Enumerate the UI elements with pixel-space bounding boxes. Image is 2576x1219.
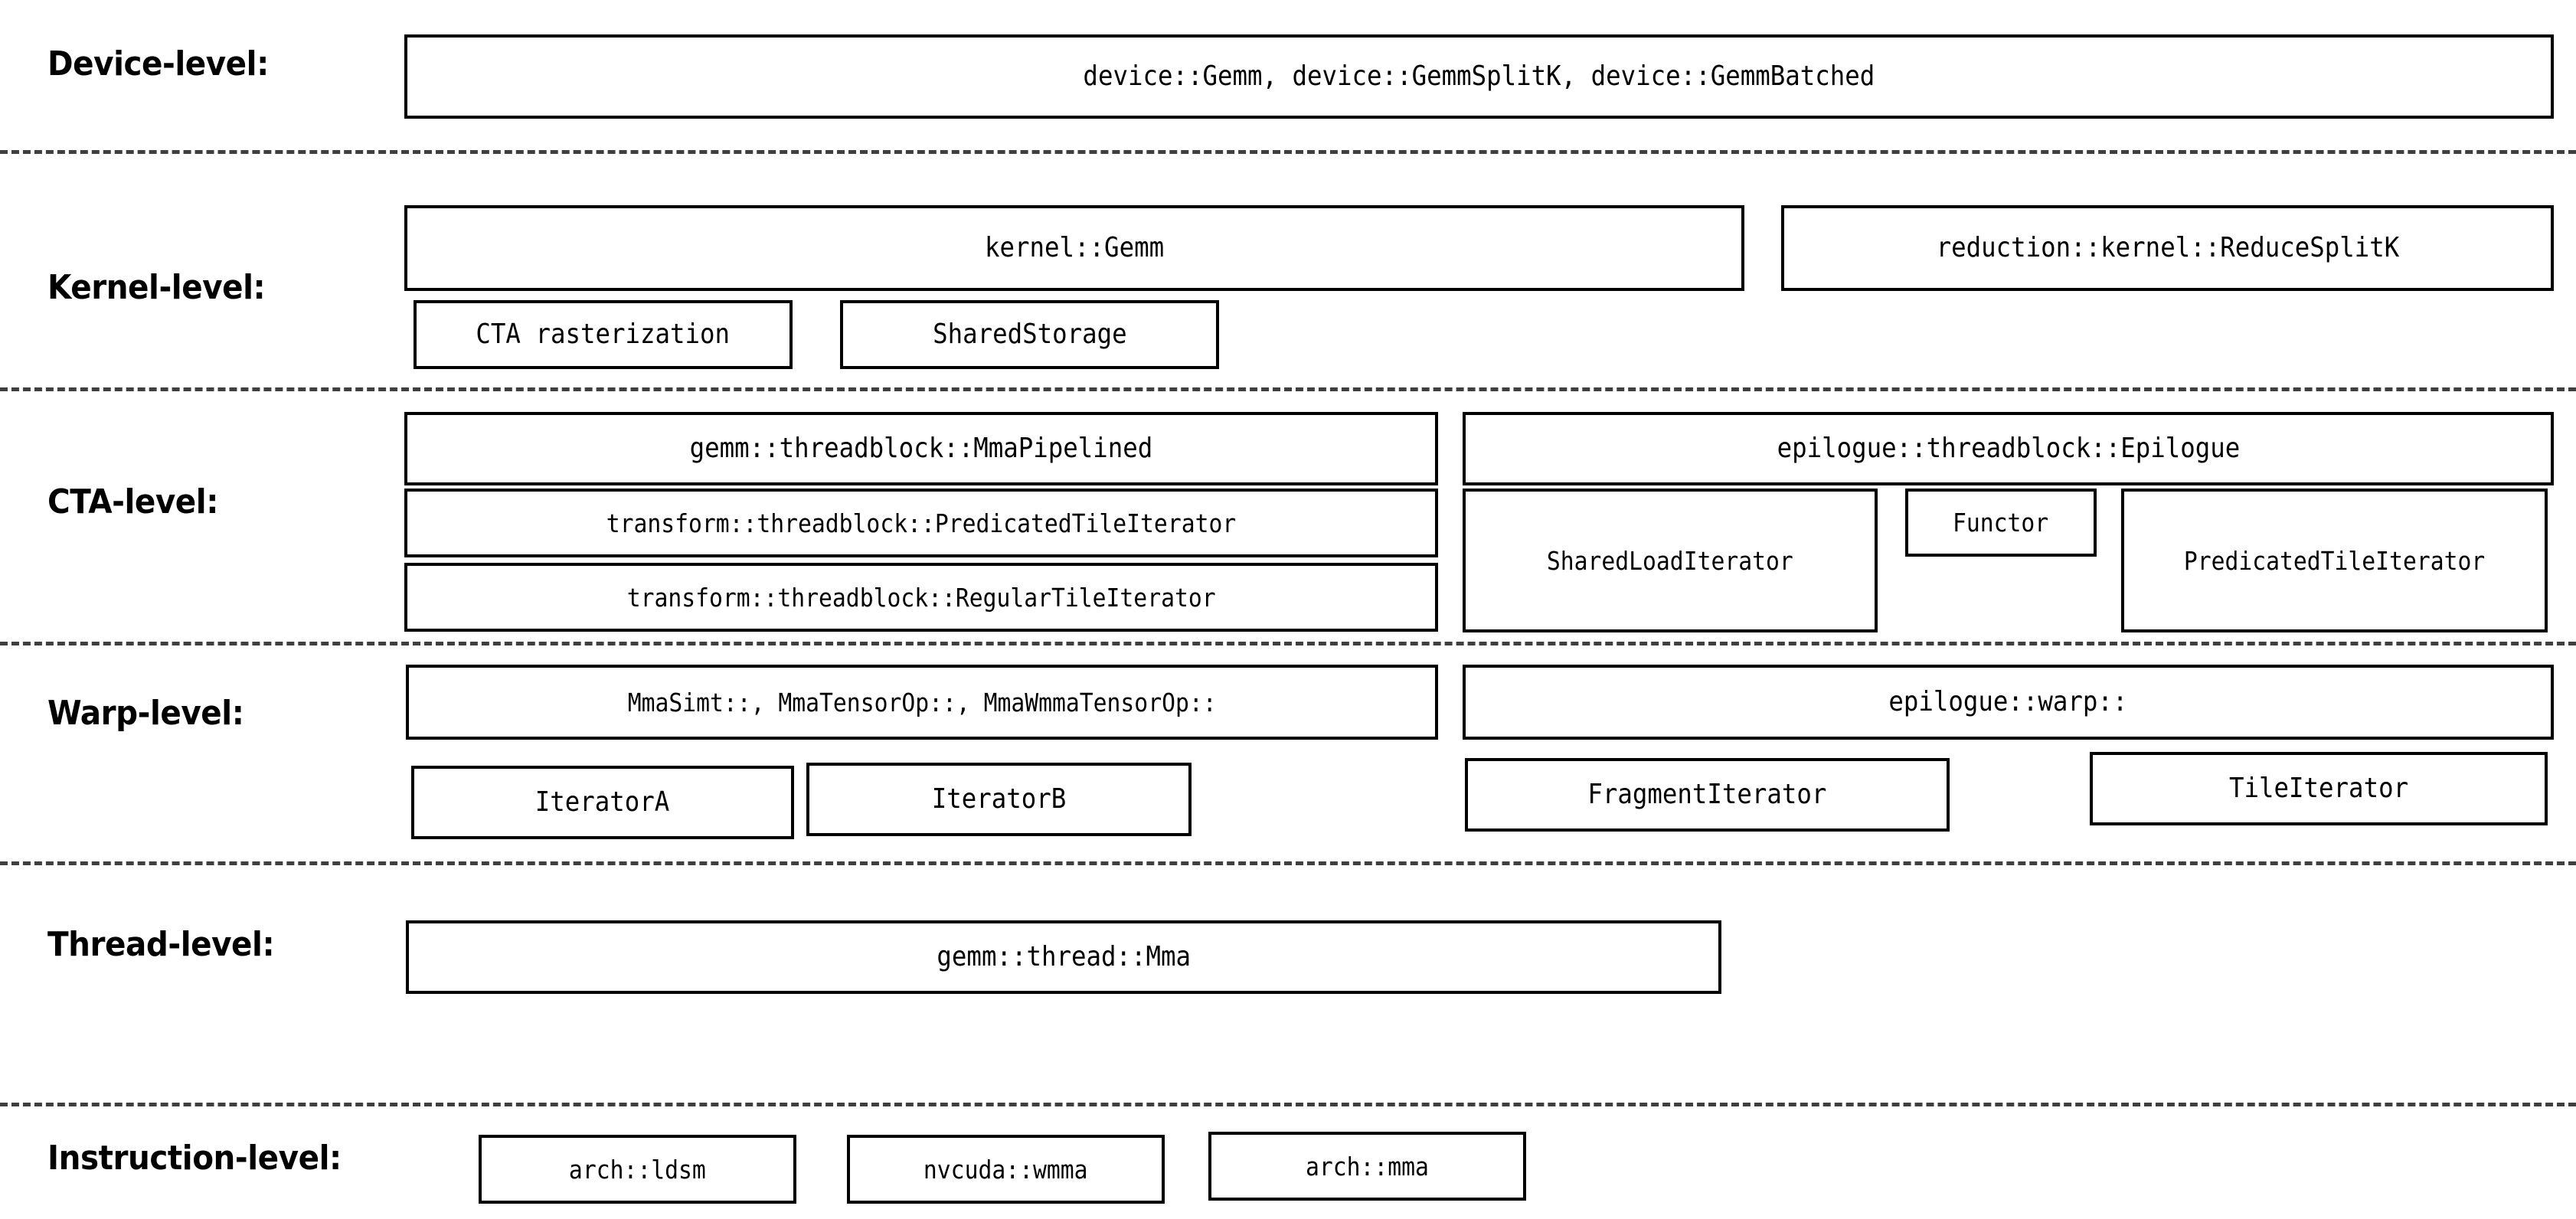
separator-cta-warp [0,642,2576,645]
separator-device-kernel [0,150,2576,154]
level-label-cta: CTA-level: [47,482,218,521]
box-cta-predicated-tile-iterator[interactable]: PredicatedTileIterator [2121,489,2548,632]
box-arch-mma[interactable]: arch::mma [1208,1132,1526,1201]
box-kernel-gemm[interactable]: kernel::Gemm [404,205,1744,291]
box-reduction-reduce-splitk-label: reduction::kernel::ReduceSplitK [1936,232,2399,263]
box-gemm-thread-mma-label: gemm::thread::Mma [937,941,1191,972]
box-functor[interactable]: Functor [1905,489,2097,557]
box-nvcuda-wmma[interactable]: nvcuda::wmma [847,1135,1165,1204]
box-shared-storage-label: SharedStorage [932,319,1127,350]
box-gemm-threadblock-mmapipelined-label: gemm::threadblock::MmaPipelined [689,433,1153,464]
separator-warp-thread [0,861,2576,865]
box-iterator-a-label: IteratorA [535,786,670,818]
box-iterator-b[interactable]: IteratorB [806,763,1192,836]
box-transform-threadblock-predicatedtileiterator[interactable]: transform::threadblock::PredicatedTileIt… [404,489,1438,557]
separator-thread-instruction [0,1103,2576,1106]
box-epilogue-threadblock-epilogue[interactable]: epilogue::threadblock::Epilogue [1463,412,2554,485]
box-functor-label: Functor [1953,508,2049,538]
box-transform-threadblock-regulartileiterator-label: transform::threadblock::RegularTileItera… [626,582,1216,613]
level-label-warp: Warp-level: [47,694,244,733]
box-shared-load-iterator[interactable]: SharedLoadIterator [1463,489,1878,632]
box-tile-iterator-label: TileIterator [2228,773,2409,804]
box-cta-rasterization-label: CTA rasterization [476,319,731,350]
box-epilogue-threadblock-epilogue-label: epilogue::threadblock::Epilogue [1777,433,2240,464]
box-shared-storage[interactable]: SharedStorage [840,300,1219,369]
box-warp-mma-ops[interactable]: MmaSimt::, MmaTensorOp::, MmaWmmaTensorO… [406,665,1438,740]
box-gemm-thread-mma[interactable]: gemm::thread::Mma [406,920,1721,994]
box-transform-threadblock-predicatedtileiterator-label: transform::threadblock::PredicatedTileIt… [606,508,1237,538]
box-shared-load-iterator-label: SharedLoadIterator [1547,545,1793,576]
box-fragment-iterator[interactable]: FragmentIterator [1465,758,1950,832]
box-device-gemm-label: device::Gemm, device::GemmSplitK, device… [1083,60,1875,92]
box-iterator-b-label: IteratorB [931,783,1067,815]
level-label-kernel: Kernel-level: [47,268,266,307]
separator-kernel-cta [0,387,2576,391]
box-iterator-a[interactable]: IteratorA [411,766,794,839]
box-reduction-reduce-splitk[interactable]: reduction::kernel::ReduceSplitK [1781,205,2554,291]
box-epilogue-warp[interactable]: epilogue::warp:: [1463,665,2554,740]
box-nvcuda-wmma-label: nvcuda::wmma [924,1154,1088,1185]
box-arch-ldsm-label: arch::ldsm [569,1154,706,1185]
box-tile-iterator[interactable]: TileIterator [2090,752,2548,825]
level-label-thread: Thread-level: [47,925,275,964]
level-label-device: Device-level: [47,44,269,83]
box-arch-mma-label: arch::mma [1306,1151,1429,1181]
box-gemm-threadblock-mmapipelined[interactable]: gemm::threadblock::MmaPipelined [404,412,1438,485]
box-cta-rasterization[interactable]: CTA rasterization [414,300,793,369]
box-cta-predicated-tile-iterator-label: PredicatedTileIterator [2183,545,2486,576]
box-arch-ldsm[interactable]: arch::ldsm [479,1135,796,1204]
box-kernel-gemm-label: kernel::Gemm [984,232,1165,263]
level-label-instruction: Instruction-level: [47,1139,342,1178]
box-transform-threadblock-regulartileiterator[interactable]: transform::threadblock::RegularTileItera… [404,563,1438,632]
box-epilogue-warp-label: epilogue::warp:: [1888,686,2128,717]
box-device-gemm[interactable]: device::Gemm, device::GemmSplitK, device… [404,34,2554,119]
box-fragment-iterator-label: FragmentIterator [1587,779,1827,810]
box-warp-mma-ops-label: MmaSimt::, MmaTensorOp::, MmaWmmaTensorO… [627,687,1217,717]
